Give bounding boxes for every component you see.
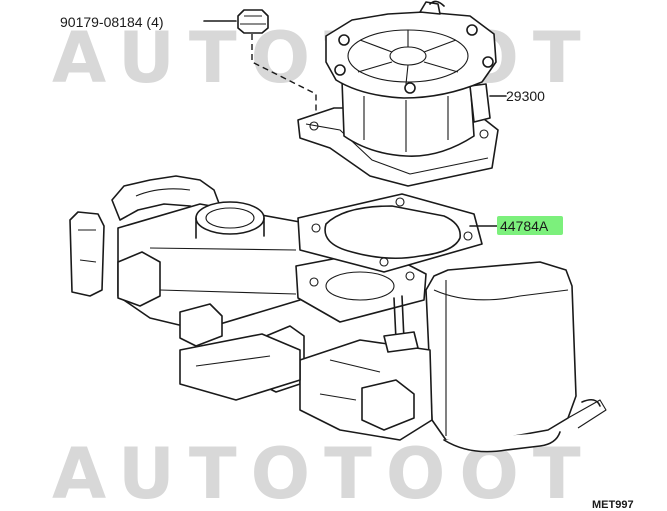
bolt-leader-dashed xyxy=(251,34,317,112)
gasket-icon xyxy=(297,193,483,273)
label-bolt-part-number[interactable]: 90179-08184 (4) xyxy=(60,14,164,30)
bolt-icon xyxy=(237,9,269,34)
diagram-code: MET997 xyxy=(592,499,634,511)
vacuum-pump-icon xyxy=(297,0,499,187)
label-pump-part-number[interactable]: 29300 xyxy=(506,88,545,104)
label-gasket-part-number[interactable]: 44784A xyxy=(500,218,549,234)
gasket-highlight xyxy=(497,216,563,235)
